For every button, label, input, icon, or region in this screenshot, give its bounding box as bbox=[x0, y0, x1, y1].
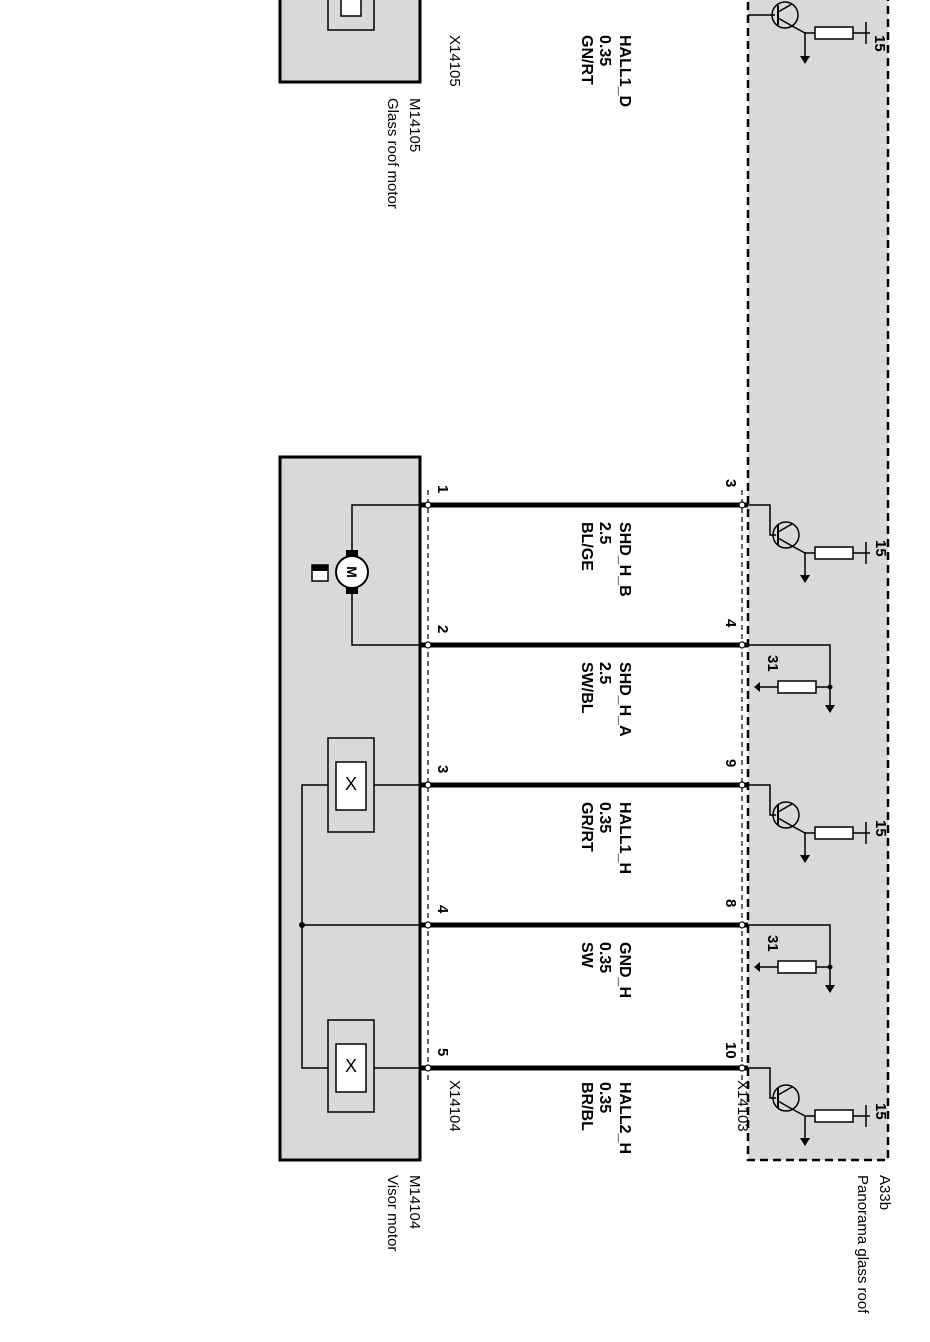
pin-terminal bbox=[424, 641, 432, 649]
top-wire-color: GN/RT bbox=[578, 35, 595, 85]
transistor-driver-icon: 15 bbox=[748, 504, 889, 583]
pin-terminal bbox=[424, 501, 432, 509]
top-wire-signal: HALL1_D bbox=[616, 35, 633, 107]
wire-2-signal: SHD_H_A bbox=[616, 662, 633, 737]
motor-pin-number: 4 bbox=[434, 905, 451, 914]
motor-pin-number: 3 bbox=[434, 765, 451, 773]
glass-roof-hall-sensor-icon bbox=[327, 0, 375, 31]
supply-ref-label: 15 bbox=[872, 540, 889, 557]
top-wire-ref: 15 bbox=[871, 35, 888, 52]
wire-5-size: 0.35 bbox=[596, 1082, 613, 1113]
wire-4-size: 0.35 bbox=[596, 942, 613, 973]
glass-roof-connector-label: X14105 bbox=[446, 35, 463, 87]
pulldown-resistor-icon: 31 bbox=[748, 644, 835, 713]
ctrl-pin-number: 4 bbox=[722, 619, 739, 628]
pin-terminal bbox=[738, 641, 746, 649]
panorama-id: A33b bbox=[876, 1175, 893, 1210]
ctrl-pin-number: 9 bbox=[722, 759, 739, 767]
pin-terminal bbox=[424, 921, 432, 929]
wire-1-color: BL/GE bbox=[578, 522, 595, 571]
ctrl-pin-number: 10 bbox=[722, 1042, 739, 1059]
ctrl-pin-number: 8 bbox=[722, 899, 739, 907]
wire-1-signal: SHD_H_B bbox=[616, 522, 633, 597]
wire-2-size: 2.5 bbox=[596, 662, 613, 684]
wire-4-signal: GND_H bbox=[616, 942, 633, 998]
wire-3-color: GR/RT bbox=[578, 802, 595, 852]
visor-connector-label: X14104 bbox=[446, 1080, 463, 1132]
supply-ref-label: 15 bbox=[872, 1103, 889, 1120]
visor-motor-id: M14104 bbox=[406, 1175, 423, 1229]
wire-5-color: BR/BL bbox=[578, 1082, 595, 1131]
transistor-driver-icon: 15 bbox=[748, 1067, 889, 1146]
pin-terminal bbox=[738, 501, 746, 509]
supply-ref-label: 15 bbox=[872, 820, 889, 837]
panorama-name: Panorama glass roof bbox=[854, 1175, 871, 1314]
hall-sensor-2-icon: X bbox=[299, 922, 420, 1113]
hall-sensor-2-letter: X bbox=[345, 1056, 357, 1076]
wire-3-size: 0.35 bbox=[596, 802, 613, 833]
ctrl-pin-number: 3 bbox=[722, 479, 739, 487]
pin-terminal bbox=[738, 781, 746, 789]
ground-ref-label: 31 bbox=[764, 935, 781, 952]
top-wire-size: 0.35 bbox=[596, 35, 613, 66]
wire-5-signal: HALL2_H bbox=[616, 1082, 633, 1154]
hall-sensor-1-letter: X bbox=[345, 774, 357, 794]
glass-roof-motor-id: M14105 bbox=[406, 98, 423, 152]
pin-terminal bbox=[738, 921, 746, 929]
glass-roof-motor-name: Glass roof motor bbox=[384, 98, 401, 209]
motor-pin-number: 1 bbox=[434, 485, 451, 493]
wire-1-size: 2.5 bbox=[596, 522, 613, 544]
ground-ref-label: 31 bbox=[764, 655, 781, 672]
motor-icon: M bbox=[311, 504, 420, 646]
pin-terminal bbox=[424, 781, 432, 789]
pin-terminal bbox=[424, 1064, 432, 1072]
motor-letter: M bbox=[344, 566, 360, 578]
wire-3-signal: HALL1_H bbox=[616, 802, 633, 874]
pulldown-resistor-icon: 31 bbox=[748, 924, 835, 993]
panorama-connector-label: X14103 bbox=[734, 1080, 751, 1132]
top-transistor-icon bbox=[748, 1, 870, 64]
pin-terminal bbox=[738, 1064, 746, 1072]
transistor-driver-icon: 15 bbox=[748, 784, 889, 863]
panorama-module-box bbox=[746, 0, 890, 1162]
motor-pin-number: 5 bbox=[434, 1048, 451, 1056]
visor-motor-name: Visor motor bbox=[384, 1175, 401, 1251]
wire-2-color: SW/BL bbox=[578, 662, 595, 714]
wire-4-color: SW bbox=[578, 942, 595, 969]
hall-sensor-1-icon: X bbox=[301, 737, 420, 1069]
motor-pin-number: 2 bbox=[434, 625, 451, 633]
